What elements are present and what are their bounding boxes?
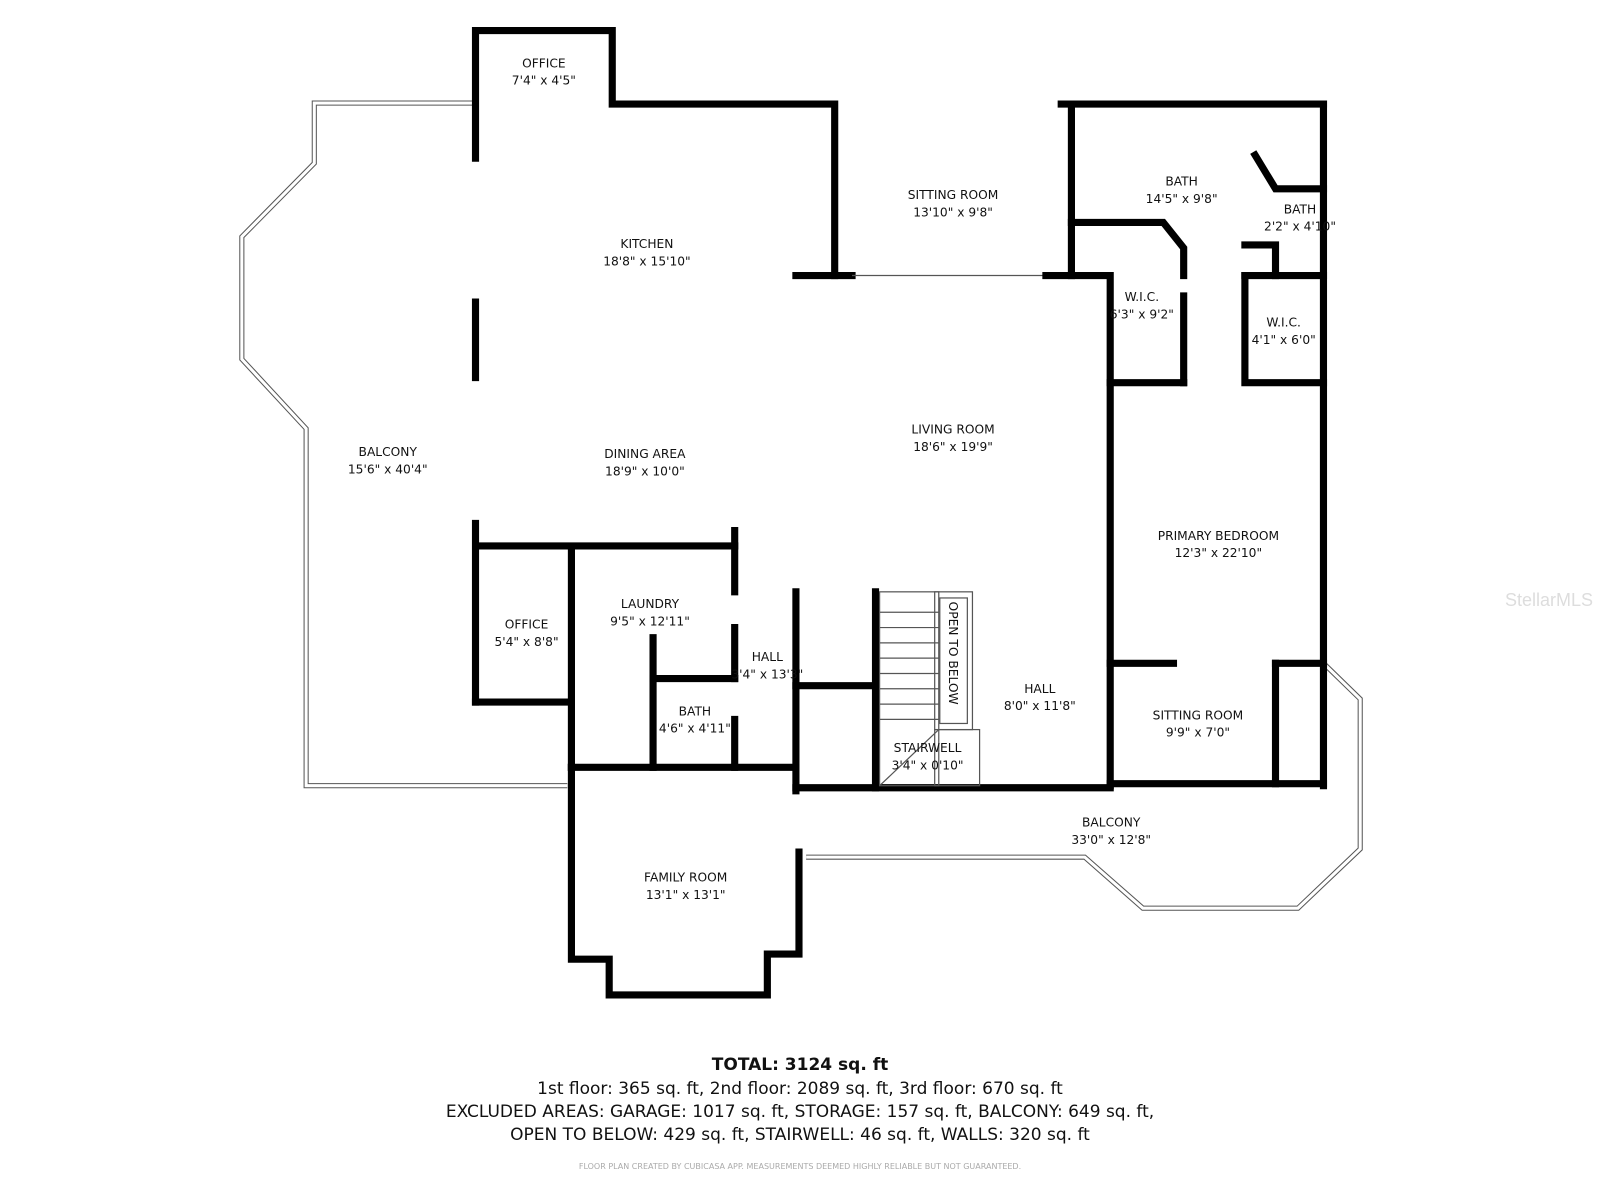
- kitchen-dims: 18'8" x 15'10": [603, 254, 691, 268]
- sitting-low-name: SITTING ROOM: [1153, 708, 1244, 722]
- balcony-railings: [239, 100, 1363, 911]
- excluded-areas-2: OPEN TO BELOW: 429 sq. ft, STAIRWELL: 46…: [510, 1125, 1090, 1145]
- bath-low-dims: 4'6" x 4'11": [659, 722, 731, 736]
- wic-1-name: W.I.C.: [1125, 290, 1160, 304]
- credit-note: FLOOR PLAN CREATED BY CUBICASA APP. MEAS…: [578, 1162, 1022, 1171]
- sitting-top-name: SITTING ROOM: [908, 188, 999, 202]
- living-dims: 18'6" x 19'9": [913, 440, 993, 454]
- bath-main-name: BATH: [1165, 175, 1198, 189]
- hall-main-name: HALL: [1024, 682, 1055, 696]
- watermark: StellarMLS: [1505, 590, 1594, 610]
- living-name: LIVING ROOM: [911, 423, 994, 437]
- stairwell-dims: 3'4" x 0'10": [892, 758, 964, 772]
- laundry-name: LAUNDRY: [621, 597, 680, 611]
- excluded-areas-1: EXCLUDED AREAS: GARAGE: 1017 sq. ft, STO…: [445, 1102, 1155, 1122]
- room-labels: OFFICE 7'4" x 4'5" KITCHEN 18'8" x 15'10…: [348, 56, 1336, 902]
- dining-dims: 18'9" x 10'0": [605, 465, 685, 479]
- sitting-top-dims: 13'10" x 9'8": [913, 205, 993, 219]
- hall-small-name: HALL: [752, 650, 783, 664]
- primary-bedroom-dims: 12'3" x 22'10": [1175, 546, 1263, 560]
- office-top-dims: 7'4" x 4'5": [512, 74, 576, 88]
- office-low-name: OFFICE: [505, 618, 549, 632]
- bath-main-dims: 14'5" x 9'8": [1146, 192, 1218, 206]
- balcony-left-dims: 15'6" x 40'4": [348, 462, 428, 476]
- hall-small-dims: 3'4" x 13'3": [731, 668, 803, 682]
- office-low-dims: 5'4" x 8'8": [494, 635, 558, 649]
- balcony-left-name: BALCONY: [359, 445, 418, 459]
- total-area: TOTAL: 3124 sq. ft: [711, 1055, 889, 1075]
- stairs: [878, 591, 981, 787]
- balcony-right-name: BALCONY: [1082, 816, 1141, 830]
- balcony-right-dims: 33'0" x 12'8": [1071, 833, 1151, 847]
- bath-small-dims: 2'2" x 4'10": [1264, 220, 1336, 234]
- family-room-dims: 13'1" x 13'1": [646, 888, 726, 902]
- dining-name: DINING AREA: [604, 447, 686, 461]
- office-top-name: OFFICE: [522, 56, 566, 70]
- stairwell-name: STAIRWELL: [894, 741, 962, 755]
- bath-small-name: BATH: [1284, 202, 1316, 216]
- wic-2-dims: 4'1" x 6'0": [1252, 333, 1316, 347]
- wic-1-dims: 6'3" x 9'2": [1110, 307, 1174, 321]
- family-room-name: FAMILY ROOM: [644, 871, 727, 885]
- bath-low-name: BATH: [679, 704, 712, 718]
- laundry-dims: 9'5" x 12'11": [610, 615, 690, 629]
- hall-main-dims: 8'0" x 11'8": [1004, 699, 1076, 713]
- wic-2-name: W.I.C.: [1266, 316, 1301, 330]
- sitting-low-dims: 9'9" x 7'0": [1166, 726, 1230, 740]
- floor-areas: 1st floor: 365 sq. ft, 2nd floor: 2089 s…: [537, 1079, 1063, 1099]
- kitchen-name: KITCHEN: [620, 237, 673, 251]
- open-to-below-label: OPEN TO BELOW: [946, 602, 960, 705]
- walls: [471, 27, 1328, 999]
- primary-bedroom-name: PRIMARY BEDROOM: [1158, 529, 1279, 543]
